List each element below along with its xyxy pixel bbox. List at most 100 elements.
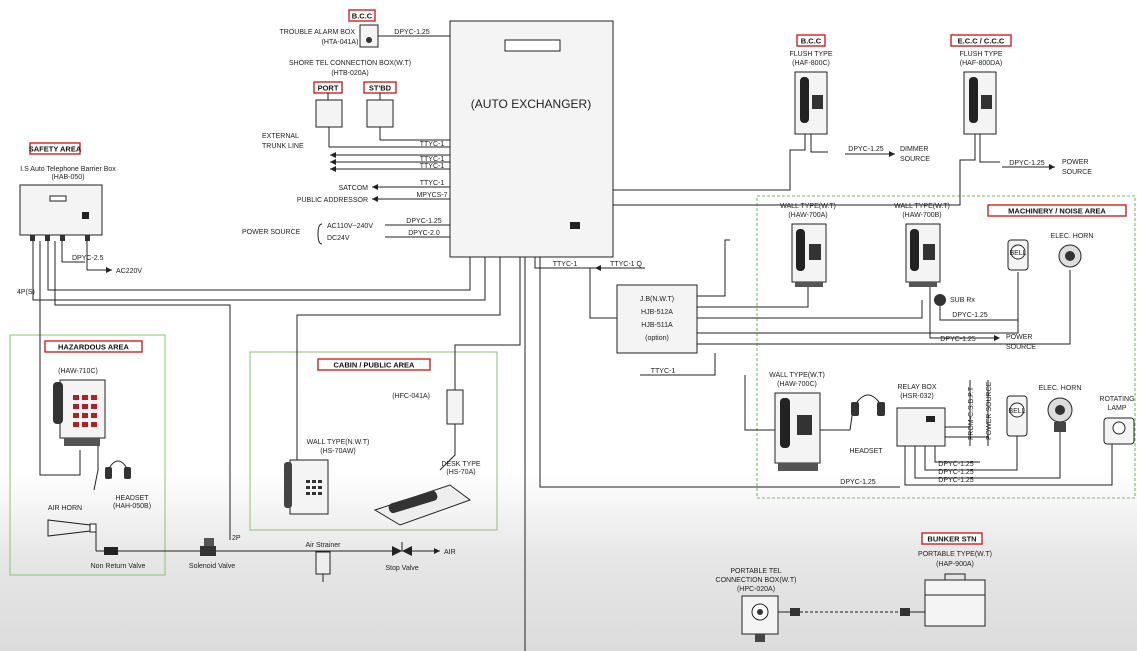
machinery-tag-box bbox=[987, 204, 1127, 217]
power-source-vertical: POWER SOURCE bbox=[986, 381, 993, 440]
ptc-label-2: CONNECTION BOX(W.T) bbox=[716, 577, 797, 584]
jb-label-1: J.B(N.W.T) bbox=[640, 296, 674, 303]
is-barrier-box bbox=[19, 184, 103, 241]
wall-nwt-model: (HS-70AW) bbox=[320, 448, 356, 455]
shore-box-stbd bbox=[366, 99, 394, 128]
pa-label: PUBLIC ADDRESSOR bbox=[297, 197, 368, 204]
cable-dpyc125-e: DPYC-1.25 bbox=[952, 312, 988, 319]
air-horn-label: AIR HORN bbox=[48, 505, 82, 512]
wall-phone-700b bbox=[905, 223, 941, 287]
wt1-model: (HAW-700A) bbox=[788, 212, 827, 219]
bcc-top-tag-box bbox=[348, 9, 376, 22]
solenoid-valve bbox=[200, 538, 216, 556]
bell-machinery bbox=[1007, 239, 1029, 271]
strainer-label: Air Strainer bbox=[305, 542, 341, 549]
stop-valve bbox=[392, 542, 412, 556]
wt1-label: WALL TYPE(W.T) bbox=[780, 203, 836, 210]
air-label: AIR bbox=[444, 549, 456, 556]
ps4-label: 4P(S) bbox=[17, 289, 35, 296]
relay-box bbox=[896, 407, 946, 447]
trouble-alarm-label: TROUBLE ALARM BOX bbox=[280, 29, 356, 36]
from-csb-label: FROM-C.S.B.P.T bbox=[968, 386, 975, 440]
bell-relay bbox=[1006, 395, 1028, 437]
cable-ttyc1q: TTYC-1 Q bbox=[610, 261, 642, 268]
wall-nwt-label: WALL TYPE(N.W.T) bbox=[307, 439, 370, 446]
desk-type-label: DESK TYPE bbox=[441, 461, 480, 468]
cable-ttyc1-e: TTYC-1 bbox=[553, 261, 578, 268]
cable-ttyc1-c: TTYC-1 bbox=[420, 163, 445, 170]
exchanger-label: (AUTO EXCHANGER) bbox=[471, 97, 591, 111]
portable-phone-case bbox=[924, 573, 986, 627]
portable-tel-connection-box bbox=[741, 595, 779, 642]
bell2-label: BELL bbox=[1008, 408, 1025, 415]
nrv-label: Non Return Valve bbox=[91, 563, 146, 570]
wall-phone-700a bbox=[791, 223, 827, 287]
trouble-alarm-model: (HTA-041A) bbox=[322, 39, 359, 46]
jb-label-2: HJB-512A bbox=[641, 309, 673, 316]
sub-rx-label: SUB Rx bbox=[950, 297, 975, 304]
air-horn bbox=[47, 519, 97, 537]
headset-label: HEADSET bbox=[115, 495, 149, 502]
flush1-label: FLUSH TYPE bbox=[789, 51, 832, 58]
portable-type-model: (HAP-900A) bbox=[936, 561, 974, 568]
relay-model: (HSR-032) bbox=[900, 393, 933, 400]
wall-phone-cabin bbox=[284, 459, 329, 515]
ac220-label: AC220V bbox=[116, 268, 142, 275]
twop-label: 2P bbox=[232, 535, 241, 542]
jb-label-4: (option) bbox=[645, 335, 669, 342]
portable-type-label: PORTABLE TYPE(W.T) bbox=[918, 551, 992, 558]
bell-label: BELL bbox=[1009, 250, 1026, 257]
headset-model: (HAH-050B) bbox=[113, 503, 151, 510]
dimmer-label: DIMMER bbox=[900, 146, 928, 153]
port-tag: PORT bbox=[318, 84, 339, 93]
safety-tag: SAFETY AREA bbox=[29, 145, 82, 154]
is-barrier-model: (HAB-050) bbox=[51, 174, 84, 181]
relay-label: RELAY BOX bbox=[897, 384, 936, 391]
cabin-tag: CABIN / PUBLIC AREA bbox=[334, 361, 416, 370]
cable-dpyc125-g: DPYC-1.25 bbox=[938, 461, 974, 468]
non-return-valve bbox=[104, 547, 118, 555]
cable-ttyc1-f: TTYC-1 bbox=[651, 368, 676, 375]
rotating-label: ROTATING bbox=[1099, 396, 1134, 403]
flush-phone-ecc bbox=[963, 71, 997, 135]
wall-phone-700c bbox=[774, 392, 821, 471]
cable-dpyc25: DPYC-2.5 bbox=[72, 255, 104, 262]
hfc-label: (HFC-041A) bbox=[392, 393, 430, 400]
bcc-top-tag: B.C.C bbox=[352, 12, 373, 21]
headset-machinery bbox=[851, 394, 885, 416]
shore-box-label: SHORE TEL CONNECTION BOX(W.T) bbox=[289, 60, 411, 67]
cable-dpyc125-i: DPYC-1.25 bbox=[938, 477, 974, 484]
hazardous-area-border bbox=[9, 334, 166, 576]
headset-hazardous bbox=[105, 460, 131, 479]
shore-box-port bbox=[315, 99, 343, 128]
power-source-label: POWER SOURCE bbox=[242, 229, 301, 236]
stbd-tag: ST'BD bbox=[369, 84, 392, 93]
cable-dpyc125-j: DPYC-1.25 bbox=[840, 479, 876, 486]
cable-dpyc125-h: DPYC-1.25 bbox=[938, 469, 974, 476]
cable-dpyc125-c: DPYC-1.25 bbox=[848, 146, 884, 153]
hfc-junction bbox=[446, 389, 464, 425]
cabin-area-border bbox=[249, 351, 498, 531]
cable-dpyc125-a: DPYC-1.25 bbox=[394, 29, 430, 36]
flush-phone-bcc bbox=[794, 71, 828, 135]
wt2-model: (HAW-700B) bbox=[902, 212, 941, 219]
ptc-label-3: (HPC-020A) bbox=[737, 586, 775, 593]
safety-tag-box bbox=[29, 142, 81, 155]
cabin-tag-box bbox=[317, 358, 431, 371]
junction-box: J.B(N.W.T) HJB-512A HJB-511A (option) bbox=[616, 284, 698, 354]
sub-rx bbox=[934, 294, 946, 306]
flush1-model: (HAF-800C) bbox=[792, 60, 830, 67]
hazardous-tag: HAZARDOUS AREA bbox=[58, 343, 130, 352]
explosion-proof-phone bbox=[53, 379, 106, 446]
elec-horn2-label: ELEC. HORN bbox=[1039, 385, 1082, 392]
wt3-label: WALL TYPE(W.T) bbox=[769, 372, 825, 379]
ac-label: AC110V~240V bbox=[327, 223, 373, 230]
cable-mpycs7: MPYCS-7 bbox=[416, 192, 447, 199]
wt2-label: WALL TYPE(W.T) bbox=[894, 203, 950, 210]
lamp-label: LAMP bbox=[1107, 405, 1126, 412]
jb-label-3: HJB-511A bbox=[641, 322, 673, 329]
bcc-right-tag: B.C.C bbox=[801, 37, 822, 46]
trouble-alarm-box bbox=[359, 24, 379, 48]
is-barrier-label: I.S Auto Telephone Barrier Box bbox=[20, 166, 116, 173]
